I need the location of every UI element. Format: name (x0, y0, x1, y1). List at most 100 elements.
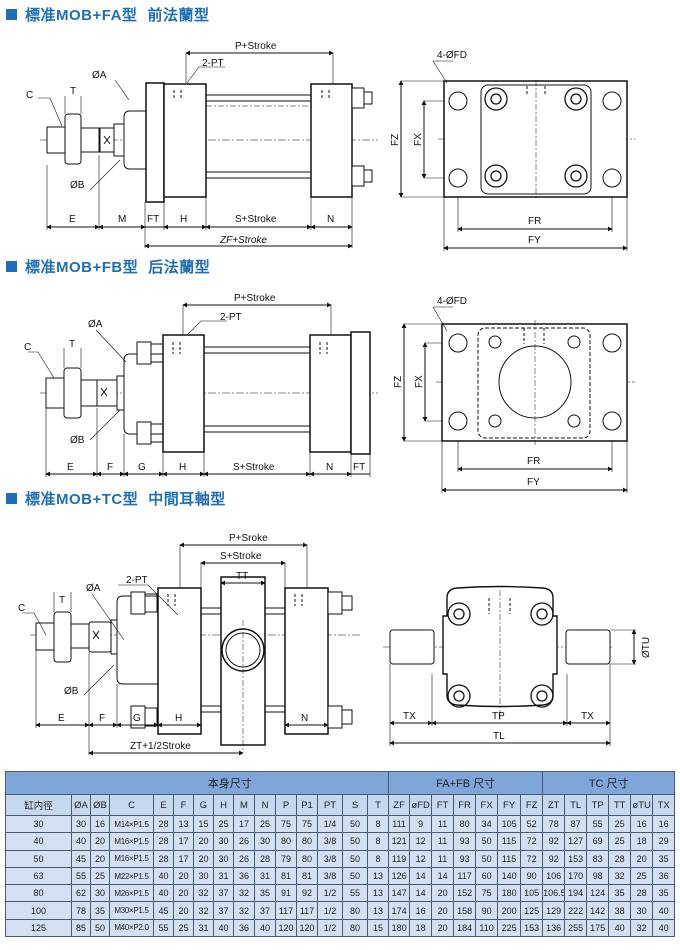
table-cell: 52 (520, 814, 544, 834)
table-cell: 20 (173, 866, 194, 886)
table-cell: 35 (608, 884, 632, 903)
table-column-header: øTU (630, 794, 654, 816)
table-cell: 18 (630, 832, 654, 851)
table-cell: M16×P1.5 (109, 849, 154, 868)
dim-label: FZ (393, 376, 404, 388)
table-cell: 180 (497, 884, 522, 903)
dim-label: P+Sroke (229, 533, 268, 544)
tc-drawing: P+Sroke S+Stroke TT 2-PT ØA C T ØB E F G… (18, 533, 652, 756)
table-cell: 120 (275, 918, 297, 938)
dim-label: S+Stroke (233, 462, 275, 473)
table-column-header: FZ (520, 794, 544, 816)
table-cell: 40 (608, 918, 632, 938)
table-cell: 45 (71, 849, 91, 868)
table-cell: 194 (564, 884, 588, 903)
table-cell: M14×P1.5 (109, 814, 154, 834)
dim-label: TT (236, 571, 248, 582)
table-cell: 63 (5, 866, 72, 886)
table-cell: 78 (71, 901, 91, 920)
table-cell: 69 (586, 832, 610, 851)
bullet-square-icon (6, 9, 17, 20)
table-group-header: FA+FB 尺寸 (388, 771, 544, 795)
table-cell: 16 (630, 814, 654, 834)
table-cell: 90 (475, 901, 499, 920)
table-cell: 111 (388, 814, 411, 834)
table-cell: 98 (586, 866, 610, 886)
table-cell: 38 (608, 901, 632, 920)
table-cell: 119 (388, 849, 411, 868)
table-cell: 25 (173, 918, 194, 938)
table-cell: 147 (388, 884, 411, 903)
table-cell: 40 (213, 918, 234, 938)
table-cell: 30 (630, 901, 654, 920)
table-cell: 87 (564, 814, 588, 834)
table-cell: 117 (275, 901, 297, 920)
table-cell: 15 (366, 918, 390, 938)
table-cell: 32 (233, 901, 255, 920)
table-cell: 75 (275, 814, 297, 834)
table-cell: 100 (5, 901, 72, 920)
table-cell: 31 (193, 918, 214, 938)
table-cell: 20 (193, 832, 214, 851)
table-cell: 55 (71, 866, 91, 886)
table-column-header: N (254, 794, 276, 816)
table-column-header: TP (586, 794, 610, 816)
dim-label: P+Stroke (235, 41, 277, 52)
table-cell: M26×P1.5 (109, 884, 154, 903)
table-cell: 40 (153, 866, 174, 886)
dim-label: FT (147, 214, 159, 225)
table-column-header: FR (453, 794, 477, 816)
dim-label: T (69, 339, 75, 350)
table-cell: 14 (409, 866, 433, 886)
dim-label: ZF+Stroke (219, 235, 267, 246)
table-cell: 117 (453, 866, 477, 886)
dim-label: FX (413, 133, 424, 146)
table-cell: 16 (90, 814, 110, 834)
table-cell: 117 (296, 901, 318, 920)
table-cell: 20 (431, 901, 455, 920)
table-cell: 30 (254, 832, 276, 851)
dim-label: M (118, 214, 126, 225)
table-cell: 129 (542, 901, 566, 920)
dim-label: S+Stroke (220, 551, 262, 562)
table-cell: 31 (254, 866, 276, 886)
dim-label: H (179, 462, 186, 473)
table-cell: 80 (342, 918, 368, 938)
table-cell: 40 (652, 918, 676, 938)
table-cell: 50 (475, 832, 499, 851)
table-column-header: TT (608, 794, 632, 816)
dim-label: ØB (70, 180, 85, 191)
table-cell: 55 (586, 814, 610, 834)
table-cell: 35 (652, 884, 676, 903)
table-column-header: PT (317, 794, 343, 816)
table-column-header: S (342, 794, 368, 816)
dim-label: 2-PT (220, 312, 242, 323)
dim-label: F (107, 462, 113, 473)
table-cell: 50 (342, 866, 368, 886)
table-cell: M30×P1.5 (109, 901, 154, 920)
table-cell: 115 (497, 849, 522, 868)
dim-label: ØA (92, 70, 107, 81)
dim-label: 4-ØFD (437, 50, 467, 61)
table-cell: 79 (275, 849, 297, 868)
table-cell: 62 (71, 884, 91, 903)
table-cell: 25 (608, 832, 632, 851)
table-cell: 45 (153, 901, 174, 920)
table-cell: 50 (475, 849, 499, 868)
table-cell: 30 (213, 849, 234, 868)
table-column-header: TL (564, 794, 588, 816)
table-cell: 32 (630, 918, 654, 938)
table-cell: 20 (90, 832, 110, 851)
table-cell: 105 (520, 884, 544, 903)
table-cell: 85 (71, 918, 91, 938)
table-group-header: 本身尺寸 (71, 771, 390, 795)
table-cell: 37 (213, 884, 234, 903)
section-subtitle-text: 前法蘭型 (147, 7, 210, 24)
table-cell: 36 (233, 918, 255, 938)
section-title-fb: 標准MOB+FB型 后法蘭型 (6, 256, 210, 277)
table-column-header: G (193, 794, 214, 816)
table-cell: 20 (173, 901, 194, 920)
